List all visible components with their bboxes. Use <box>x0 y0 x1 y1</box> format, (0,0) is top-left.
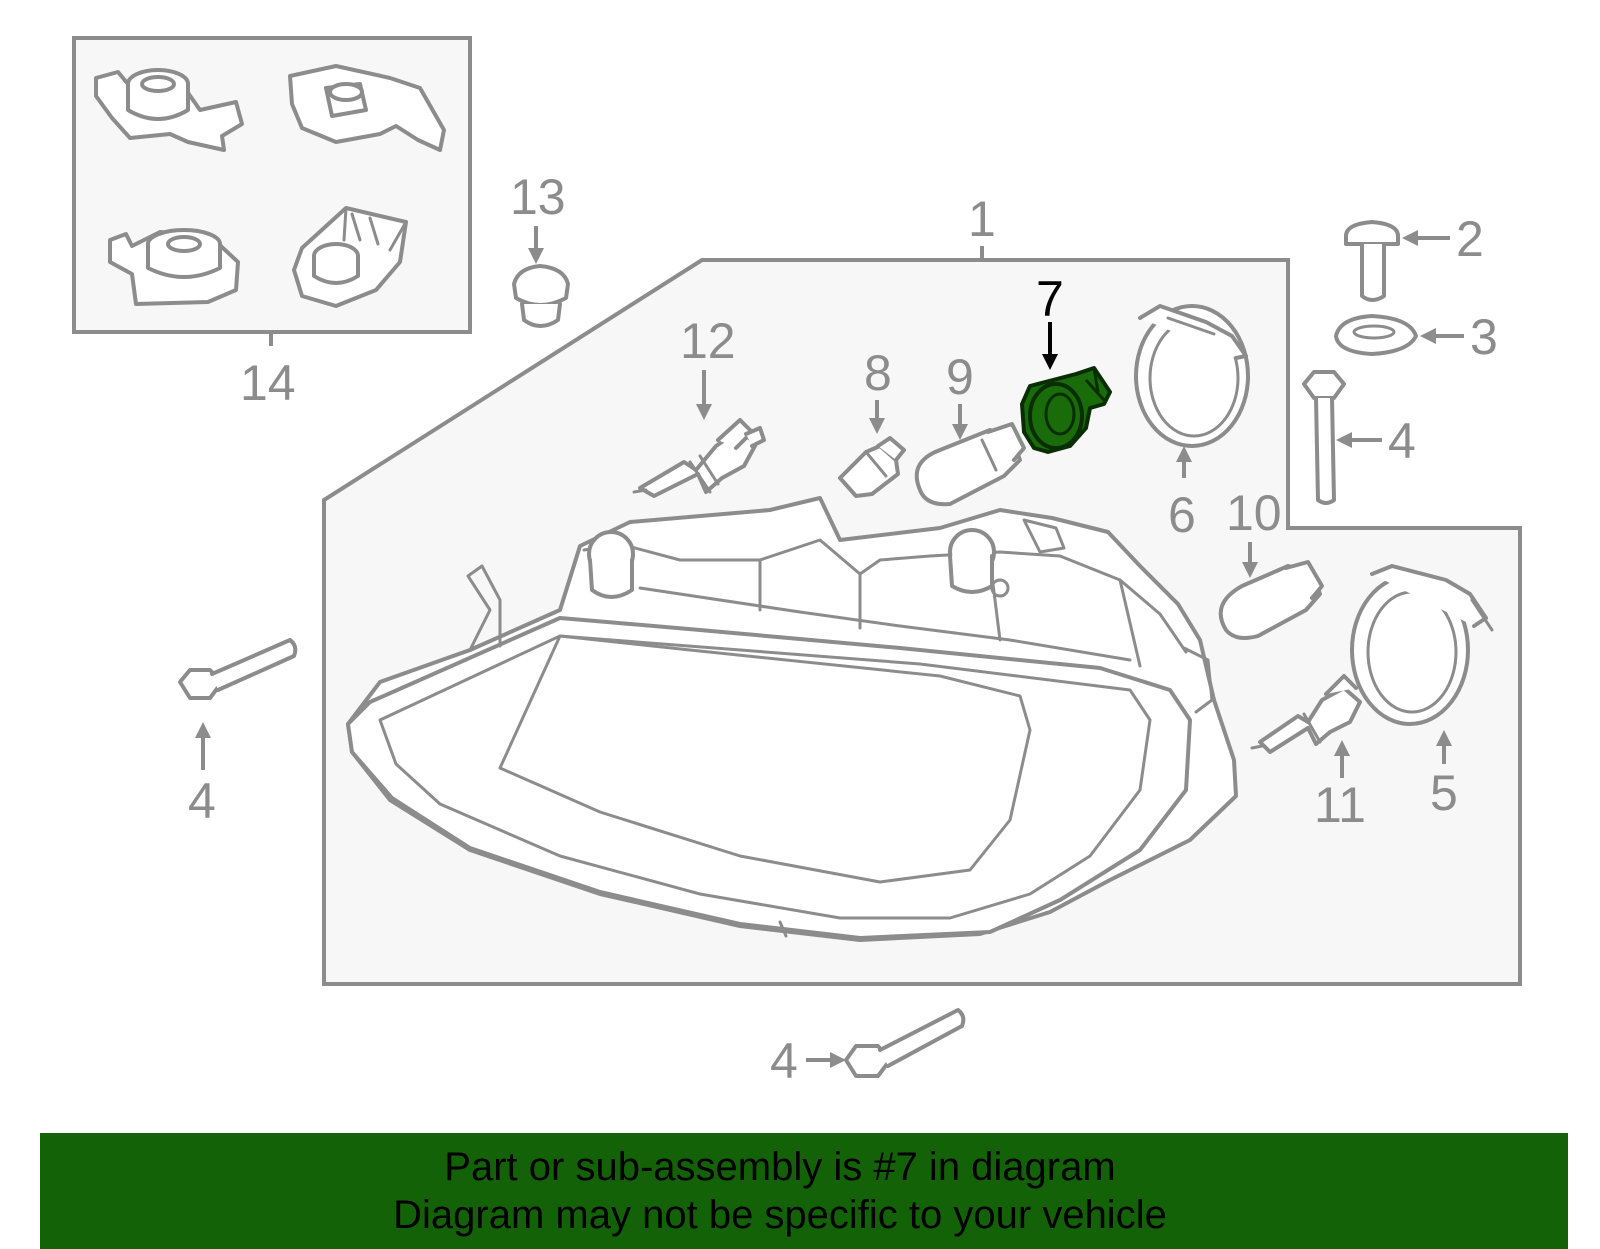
info-banner: Part or sub-assembly is #7 in diagram Di… <box>40 1133 1568 1249</box>
callout-4-left: 4 <box>188 773 216 829</box>
callout-2: 2 <box>1456 211 1484 267</box>
callout-5: 5 <box>1430 765 1458 821</box>
callout-12: 12 <box>680 313 736 369</box>
grommet-part-13[interactable] <box>512 264 570 328</box>
ring-part-6[interactable] <box>1134 304 1250 448</box>
bulb-part-8[interactable] <box>838 436 906 498</box>
banner-line-disclaimer: Diagram may not be specific to your vehi… <box>393 1193 1167 1237</box>
callout-4-bottom: 4 <box>770 1033 798 1089</box>
callout-4-right: 4 <box>1388 413 1416 469</box>
bulb-part-9[interactable] <box>914 422 1026 507</box>
bolt-part-4-left[interactable] <box>178 638 298 700</box>
callout-10: 10 <box>1226 485 1282 541</box>
ring-part-5[interactable] <box>1350 564 1494 726</box>
washer-part-3[interactable] <box>1334 314 1418 356</box>
callout-1: 1 <box>968 191 996 247</box>
bulb-part-12[interactable] <box>632 418 766 498</box>
callout-8: 8 <box>864 345 892 401</box>
callout-3: 3 <box>1470 309 1498 365</box>
callout-14: 14 <box>240 355 296 411</box>
socket-part-7-highlighted[interactable] <box>1020 366 1112 454</box>
callout-13: 13 <box>510 169 566 225</box>
callout-9: 9 <box>946 349 974 405</box>
bolt-part-4-bottom[interactable] <box>844 1008 966 1078</box>
banner-line-part-info: Part or sub-assembly is #7 in diagram <box>444 1145 1116 1189</box>
bulb-part-11[interactable] <box>1250 674 1362 754</box>
bolt-part-4-right[interactable] <box>1302 370 1346 505</box>
callout-6: 6 <box>1168 487 1196 543</box>
callout-11: 11 <box>1314 777 1366 833</box>
headlamp-housing[interactable] <box>346 496 1238 942</box>
bracket-set-14[interactable] <box>94 64 446 308</box>
bulb-part-10[interactable] <box>1218 560 1324 640</box>
callout-7: 7 <box>1036 271 1064 327</box>
screw-part-2[interactable] <box>1344 220 1400 302</box>
